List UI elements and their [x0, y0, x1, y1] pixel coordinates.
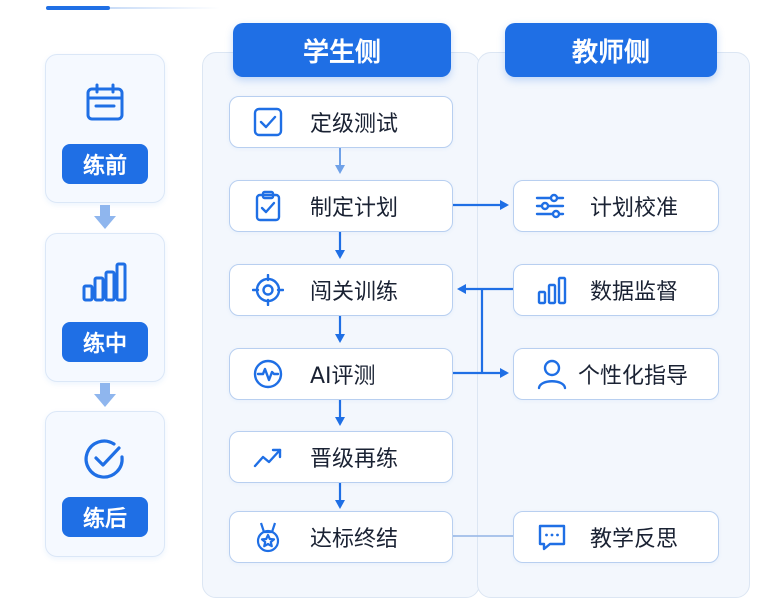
- student-step-level-training[interactable]: 闯关训练: [229, 264, 453, 316]
- clipboard-check-icon: [255, 190, 281, 222]
- teacher-step-label: 数据监督: [590, 280, 679, 305]
- student-step-promote-practice[interactable]: 晋级再练: [229, 431, 453, 483]
- top-accent-line: [110, 7, 220, 9]
- student-step-make-plan[interactable]: 制定计划: [229, 180, 453, 232]
- student-step-label: 定级测试: [310, 112, 399, 137]
- student-step-label: 闯关训练: [310, 280, 399, 305]
- teacher-step-label: 计划校准: [590, 196, 679, 221]
- medal-icon: [256, 522, 280, 553]
- bar-chart-icon: [82, 262, 127, 302]
- student-step-label: 达标终结: [310, 527, 399, 552]
- student-step-label: AI评测: [310, 364, 376, 389]
- chat-bubble-icon: [538, 524, 566, 551]
- teacher-step-data-supervision[interactable]: 数据监督: [513, 264, 719, 316]
- teacher-step-plan-calibration[interactable]: 计划校准: [513, 180, 719, 232]
- stage-label-during: 练中: [62, 322, 148, 362]
- student-column-header: 学生侧: [233, 23, 451, 77]
- student-step-label: 晋级再练: [310, 447, 399, 472]
- stage-label-after: 练后: [62, 497, 148, 537]
- stage-arrow-2: [94, 383, 116, 407]
- teacher-step-label: 个性化指导: [578, 364, 689, 389]
- student-step-reach-standard[interactable]: 达标终结: [229, 511, 453, 563]
- bar-chart-icon: [537, 276, 567, 305]
- checkbox-icon: [253, 107, 283, 137]
- teacher-step-personal-guidance[interactable]: 个性化指导: [513, 348, 719, 400]
- student-step-label: 制定计划: [310, 196, 399, 221]
- stage-card-after: 练后: [45, 411, 165, 557]
- top-accent-bar: [46, 6, 110, 10]
- teacher-step-teaching-reflection[interactable]: 教学反思: [513, 511, 719, 563]
- sliders-icon: [535, 193, 565, 219]
- teacher-column-header: 教师侧: [505, 23, 717, 77]
- teacher-column-panel: [477, 52, 750, 598]
- stage-card-during: 练中: [45, 233, 165, 382]
- trend-up-icon: [253, 448, 282, 468]
- stage-label-before: 练前: [62, 144, 148, 184]
- user-icon: [537, 359, 567, 390]
- student-step-ai-evaluation[interactable]: AI评测: [229, 348, 453, 400]
- target-icon: [252, 274, 284, 306]
- stage-arrow-1: [94, 205, 116, 229]
- pulse-icon: [253, 359, 283, 389]
- student-step-placement-test[interactable]: 定级测试: [229, 96, 453, 148]
- check-circle-icon: [84, 439, 124, 479]
- calendar-icon: [86, 83, 124, 121]
- teacher-step-label: 教学反思: [590, 527, 679, 552]
- stage-card-before: 练前: [45, 54, 165, 203]
